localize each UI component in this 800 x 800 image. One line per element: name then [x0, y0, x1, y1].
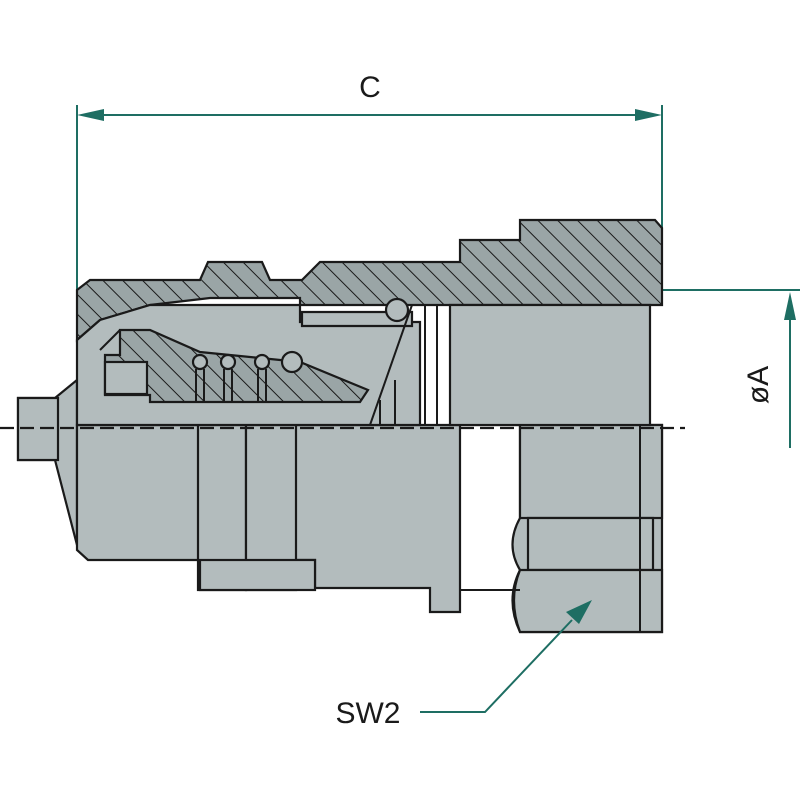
seal-block — [103, 360, 149, 396]
coupling-section — [75, 218, 664, 427]
retaining-ring — [300, 310, 414, 328]
locking-ball — [384, 297, 410, 323]
label-sw2: SW2 — [335, 697, 400, 730]
leader-arrow — [566, 600, 592, 624]
spring — [191, 350, 304, 402]
spring-coil-2 — [219, 353, 237, 371]
sw2-leader — [420, 600, 592, 713]
valve-poppet-section — [103, 328, 370, 404]
seal-edge — [99, 329, 121, 351]
spring-coil-3 — [253, 353, 271, 371]
cone-edge — [369, 304, 413, 426]
rear-port — [448, 303, 652, 427]
arrow-up — [784, 292, 796, 320]
spring-coil-4 — [280, 350, 304, 374]
spring-coil-1 — [191, 353, 209, 371]
hex-face-middle — [526, 516, 655, 572]
groove-collar — [198, 558, 317, 592]
leader-line — [420, 619, 573, 713]
arrow-left — [77, 109, 104, 121]
arrow-right — [635, 109, 662, 121]
label-diameter-a: øA — [742, 366, 775, 404]
dimension-a — [662, 289, 800, 448]
label-c: C — [359, 71, 381, 104]
hex-face-upper — [518, 423, 664, 520]
dimension-c — [76, 105, 663, 290]
hex-face-lower — [512, 568, 664, 634]
outer-sleeve-section — [75, 218, 664, 343]
